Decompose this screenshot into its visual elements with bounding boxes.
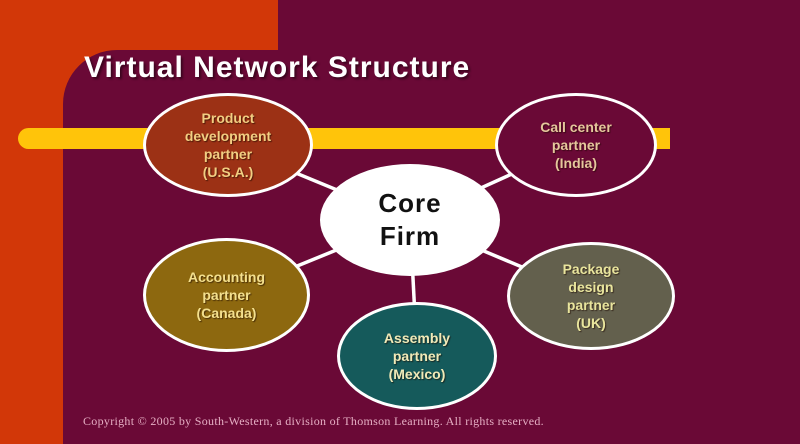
- node-package-design-partner: Package design partner (UK): [507, 242, 675, 350]
- node-label: Call center partner (India): [540, 119, 612, 171]
- node-call-center-partner: Call center partner (India): [495, 93, 657, 197]
- copyright-notice: Copyright © 2005 by South-Western, a div…: [83, 414, 544, 428]
- node-label: Assembly partner (Mexico): [383, 330, 451, 382]
- node-product-development-partner: Product development partner (U.S.A.): [143, 93, 313, 197]
- node-core-firm: Core Firm: [320, 164, 500, 276]
- node-label: Product development partner (U.S.A.): [184, 110, 272, 180]
- node-label: Package design partner (UK): [562, 261, 620, 331]
- node-accounting-partner: Accounting partner (Canada): [143, 238, 310, 352]
- slide-title: Virtual Network Structure: [84, 51, 471, 84]
- core-firm-label: Core Firm: [378, 188, 442, 251]
- node-assembly-partner: Assembly partner (Mexico): [337, 302, 497, 410]
- node-label: Accounting partner (Canada): [188, 269, 265, 321]
